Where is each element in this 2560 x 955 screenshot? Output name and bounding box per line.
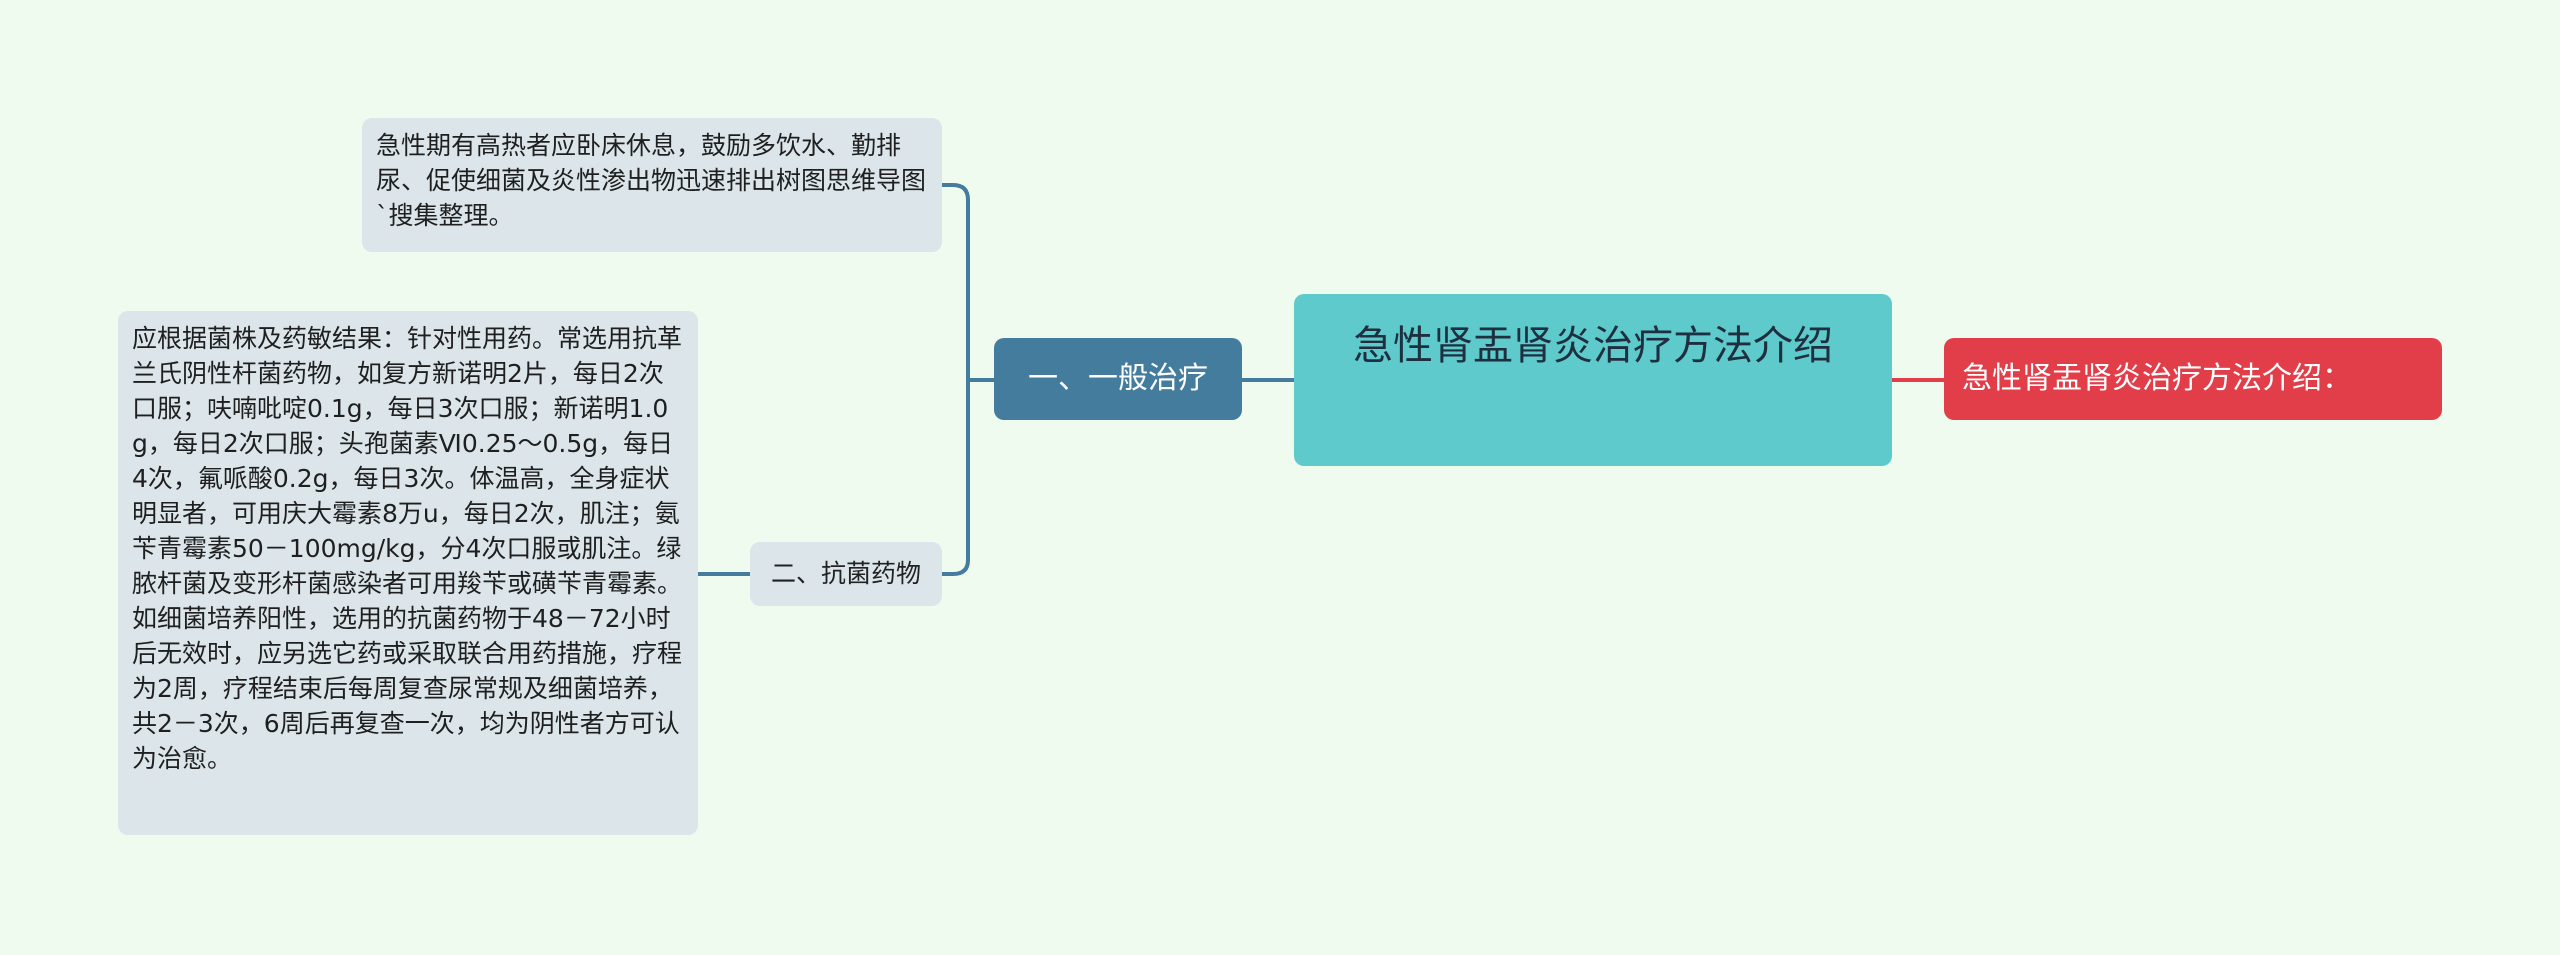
branch-general-treatment[interactable]: 一、一般治疗: [994, 338, 1242, 420]
right-summary-node[interactable]: 急性肾盂肾炎治疗方法介绍：: [1944, 338, 2442, 420]
central-topic[interactable]: 急性肾盂肾炎治疗方法介绍: [1294, 294, 1892, 466]
connector-branch1-to-branch2: [942, 380, 970, 576]
connector-branch1-to-leaf1: [942, 183, 994, 382]
leaf-general-treatment-detail[interactable]: 急性期有高热者应卧床休息，鼓励多饮水、勤排尿、促使细菌及炎性渗出物迅速排出树图思…: [362, 118, 942, 252]
branch-antibacterial-drugs[interactable]: 二、抗菌药物: [750, 542, 942, 606]
leaf-antibacterial-drugs-detail[interactable]: 应根据菌株及药敏结果：针对性用药。常选用抗革兰氏阴性杆菌药物，如复方新诺明2片，…: [118, 311, 698, 835]
